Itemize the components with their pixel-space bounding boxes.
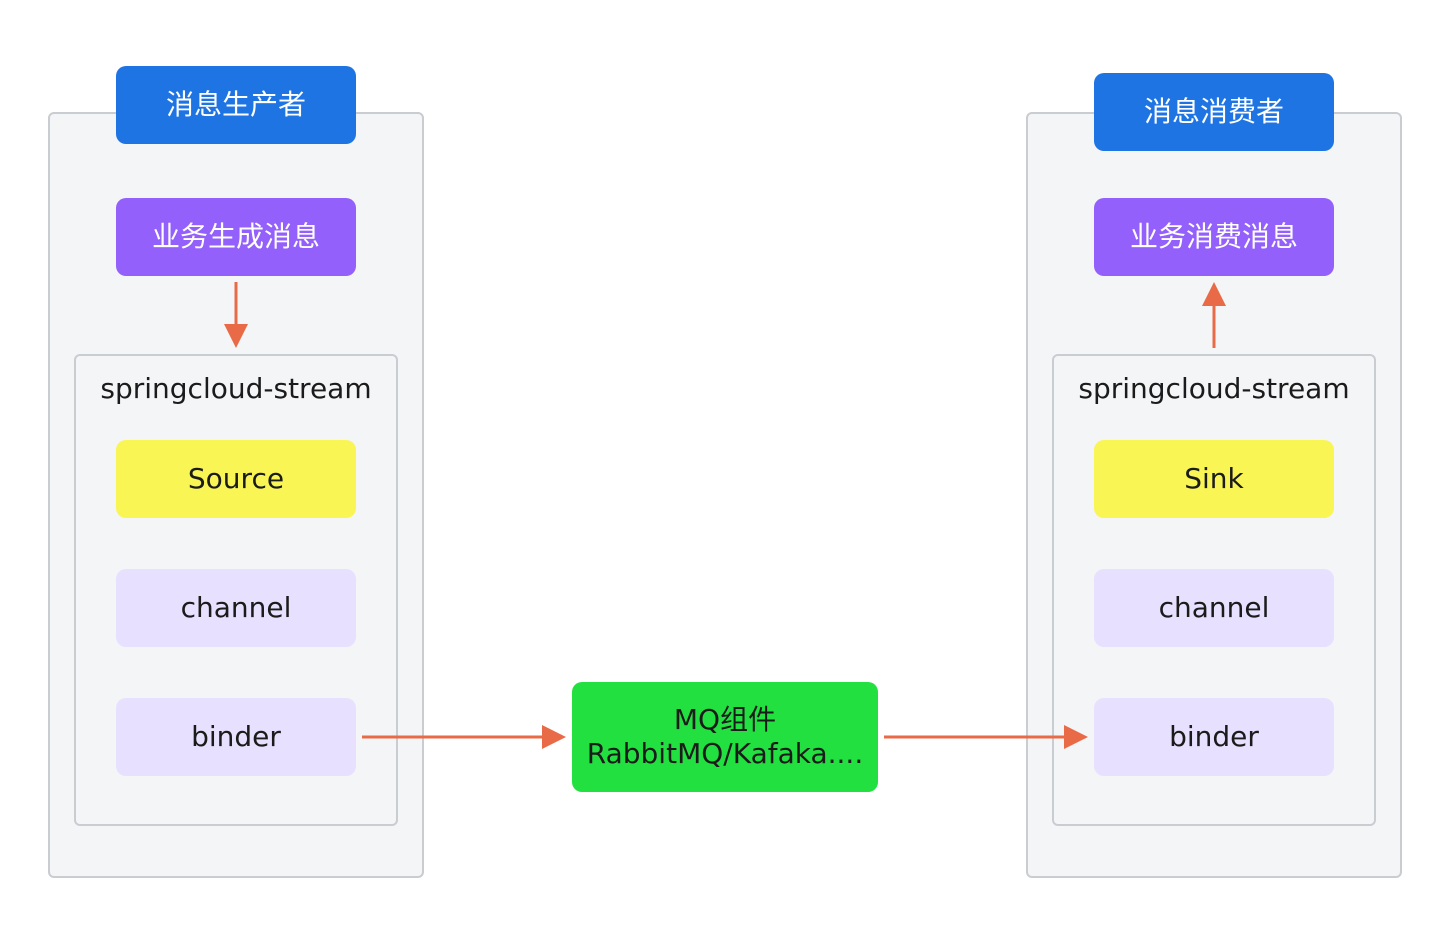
consumer-stream-label: springcloud-stream bbox=[1078, 372, 1350, 405]
consumer-channel-node: channel bbox=[1094, 569, 1334, 647]
producer-stream-label: springcloud-stream bbox=[100, 372, 372, 405]
consumer-title: 消息消费者 bbox=[1094, 73, 1334, 151]
arrow-stream-to-business bbox=[1202, 282, 1226, 348]
arrow-mq-to-binder bbox=[884, 725, 1088, 749]
producer-source-node: Source bbox=[116, 440, 356, 518]
consumer-binder-node: binder bbox=[1094, 698, 1334, 776]
mq-line2: RabbitMQ/Kafaka.... bbox=[586, 737, 864, 770]
producer-binder-node: binder bbox=[116, 698, 356, 776]
arrow-binder-to-mq bbox=[362, 725, 566, 749]
producer-business-node: 业务生成消息 bbox=[116, 198, 356, 276]
producer-channel-node: channel bbox=[116, 569, 356, 647]
consumer-business-node: 业务消费消息 bbox=[1094, 198, 1334, 276]
producer-title: 消息生产者 bbox=[116, 66, 356, 144]
mq-node: MQ组件 RabbitMQ/Kafaka.... bbox=[572, 682, 878, 792]
arrow-business-to-stream bbox=[224, 282, 248, 348]
consumer-sink-node: Sink bbox=[1094, 440, 1334, 518]
mq-line1: MQ组件 bbox=[673, 703, 777, 737]
